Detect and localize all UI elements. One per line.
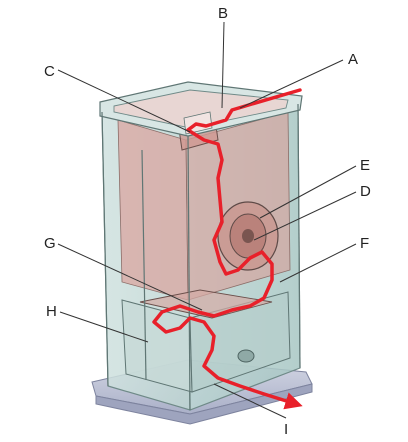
callout-label-f: F xyxy=(360,235,369,252)
callout-label-i: I xyxy=(284,421,288,438)
leader-c xyxy=(57,69,191,133)
callout-label-e: E xyxy=(360,157,370,174)
leader-g xyxy=(57,243,203,311)
leader-e xyxy=(259,165,357,219)
leader-b xyxy=(221,21,225,109)
airflow-path xyxy=(152,88,303,410)
callout-label-g: G xyxy=(44,235,56,252)
leader-lines xyxy=(57,21,357,419)
leader-a xyxy=(239,59,344,109)
callout-label-h: H xyxy=(46,303,57,320)
leader-d xyxy=(253,191,357,241)
upper-chamber xyxy=(117,119,189,301)
leader-f xyxy=(279,243,357,283)
callout-label-a: A xyxy=(348,51,358,68)
housing-edges xyxy=(101,103,301,411)
leader-i xyxy=(213,383,287,419)
callout-label-c: C xyxy=(44,63,55,80)
leader-h xyxy=(59,311,149,343)
callout-label-d: D xyxy=(360,183,371,200)
drain-fitting xyxy=(237,349,255,363)
callout-label-b: B xyxy=(218,5,228,22)
